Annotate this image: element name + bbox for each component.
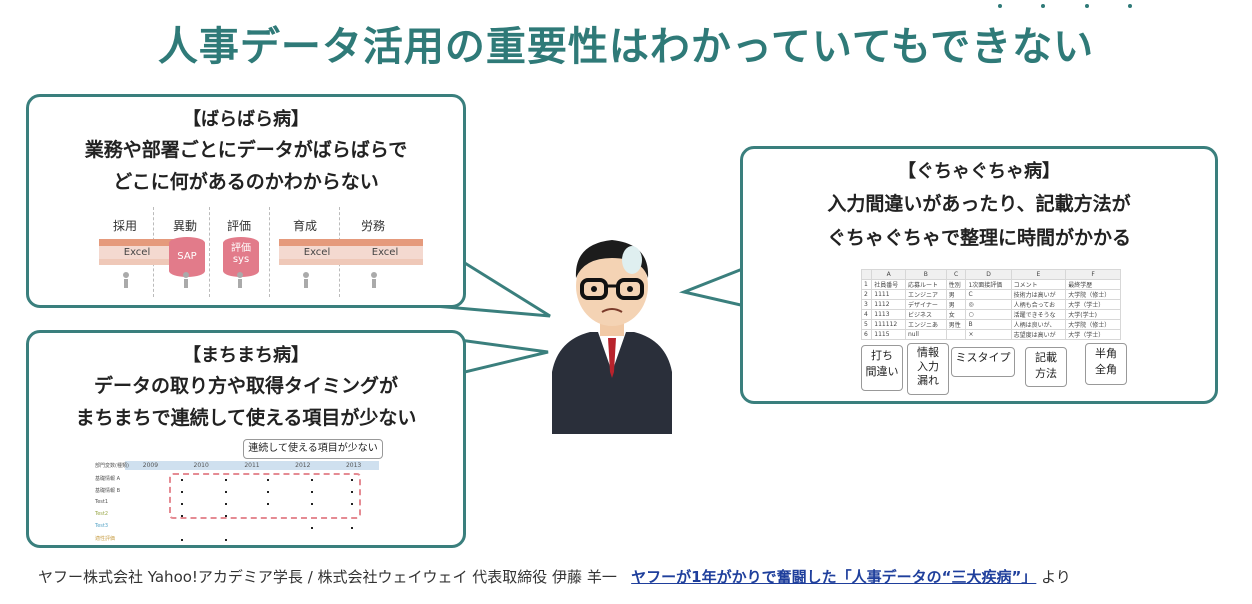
barabara-heading: 【ばらばら病】: [183, 109, 309, 130]
excel-stack: Excel: [99, 239, 175, 265]
sheet-cell: 男性: [945, 319, 967, 330]
col-transfer: 異動: [172, 219, 197, 233]
sheet-cell: デザイナー: [904, 299, 947, 310]
person-icon: [123, 272, 129, 288]
troubled-man-illustration: [552, 240, 672, 434]
sheet-cell: 1111: [871, 289, 906, 300]
sheet-cell: 男: [945, 289, 967, 300]
machimachi-bubble: 【まちまち病】 データの取り方や取得タイミングが まちまちで連続して使える項目が…: [26, 330, 466, 548]
sheet-cell: B: [904, 269, 947, 280]
sheet-cell: D: [965, 269, 1012, 280]
sheet-cell: 3: [860, 299, 873, 310]
guchagucha-heading: 【ぐちゃぐちゃ病】: [898, 161, 1060, 182]
footer-credit: ヤフー株式会社 Yahoo!アカデミア学長 / 株式会社ウェイウェイ 代表取締役…: [38, 566, 1071, 587]
col-labor: 労務: [360, 219, 385, 233]
col-recruit: 採用: [112, 219, 137, 233]
tag-typo: 打ち 間違い: [861, 345, 903, 391]
sheet-cell: コメント: [1010, 279, 1067, 290]
sheet-cell: C: [945, 269, 967, 280]
person-icon: [303, 272, 309, 288]
sheet-cell: 1113: [871, 309, 906, 320]
sheet-cell: F: [1065, 269, 1121, 280]
sheet-cell: A: [871, 269, 906, 280]
sheet-cell: 社員番号: [871, 279, 906, 290]
sheet-cell: 大学(学士): [1065, 309, 1121, 320]
tag-mistype: ミスタイプ: [951, 347, 1015, 377]
tag-notation: 記載 方法: [1025, 347, 1067, 387]
sheet-cell: ○: [965, 309, 1012, 320]
sheet-cell: エンジニア: [904, 289, 947, 300]
guchagucha-line1: 入力間違いがあったり、記載方法が: [827, 193, 1131, 215]
machimachi-heading: 【まちまち病】: [183, 345, 309, 366]
guchagucha-line2: ぐちゃぐちゃで整理に時間がかかる: [826, 227, 1131, 249]
sheet-cell: 志望度は高いが: [1010, 329, 1067, 340]
sheet-cell: 大学院（修士）: [1065, 319, 1121, 330]
person-icon: [237, 272, 243, 288]
footer-credit-text: ヤフー株式会社 Yahoo!アカデミア学長 / 株式会社ウェイウェイ 代表取締役…: [38, 568, 617, 586]
sheet-cell: 人柄も合ってお: [1010, 299, 1067, 310]
person-icon: [371, 272, 377, 288]
sheet-cell: [860, 269, 873, 280]
source-article-link[interactable]: ヤフーが1年がかりで奮闘した「人事データの“三大疾病”」: [631, 568, 1037, 586]
machimachi-line1: データの取り方や取得タイミングが: [93, 375, 398, 397]
barabara-line2: どこに何があるのかわからない: [113, 171, 379, 193]
col-training: 育成: [292, 219, 317, 233]
callout-label: 連続して使える項目が少ない: [243, 439, 383, 459]
sheet-cell: 1: [860, 279, 873, 290]
sheet-cell: 大学院（修士）: [1065, 289, 1121, 300]
sheet-cell: 5: [860, 319, 873, 330]
sheet-cell: 応募ルート: [904, 279, 947, 290]
excel-stack: Excel: [347, 239, 423, 265]
sheet-cell: B: [965, 319, 1012, 330]
sheet-cell: 最終学歴: [1065, 279, 1121, 290]
sheet-cell: 人柄は良いが、: [1010, 319, 1067, 330]
sheet-cell: エンジニあ: [904, 319, 947, 330]
sheet-cell: ×: [965, 329, 1012, 340]
sheet-cell: 技術力は高いが: [1010, 289, 1067, 300]
sheet-cell: ◎: [965, 299, 1012, 310]
sheet-cell: 大学（学士）: [1065, 329, 1121, 340]
page-title: 人事データ活用の重要性はわかっていてもできない: [157, 24, 1095, 70]
barabara-bubble: 【ばらばら病】 業務や部署ごとにデータがばらばらで どこに何があるのかわからない…: [26, 94, 466, 308]
machimachi-line2: まちまちで連続して使える項目が少ない: [75, 407, 417, 429]
emphasis-dots: [996, 4, 1136, 14]
sheet-cell: 1次面接評価: [965, 279, 1012, 290]
sheet-cell: 大学（学士）: [1065, 299, 1121, 310]
sheet-cell: 1115: [871, 329, 906, 340]
tag-missing-input: 情報 入力 漏れ: [907, 343, 949, 395]
col-evaluation: 評価: [226, 219, 251, 233]
guchagucha-bubble: 【ぐちゃぐちゃ病】 入力間違いがあったり、記載方法が ぐちゃぐちゃで整理に時間が…: [740, 146, 1218, 404]
barabara-line1: 業務や部署ごとにデータがばらばらで: [84, 139, 408, 161]
sheet-cell: 男: [945, 299, 967, 310]
sheet-cell: 6: [860, 329, 873, 340]
sheet-cell: 活躍できそうな: [1010, 309, 1067, 320]
sheet-cell: 2: [860, 289, 873, 300]
sheet-cell: 性別: [945, 279, 967, 290]
sheet-cell: 1112: [871, 299, 906, 310]
person-icon: [183, 272, 189, 288]
sheet-cell: null: [904, 329, 947, 340]
sheet-cell: E: [1010, 269, 1067, 280]
sheet-cell: [945, 329, 967, 340]
sheet-cell: ビジネス: [904, 309, 947, 320]
highlight-dashed-box: [169, 473, 361, 519]
sap-database-icon: SAP: [169, 237, 205, 277]
excel-stack: Excel: [279, 239, 355, 265]
hyoka-database-icon: 評価sys: [223, 237, 259, 277]
sheet-cell: 4: [860, 309, 873, 320]
tag-halfwidth: 半角 全角: [1085, 343, 1127, 385]
sheet-cell: 111112: [871, 319, 906, 330]
footer-suffix: より: [1041, 568, 1071, 586]
sheet-cell: 女: [945, 309, 967, 320]
sheet-cell: C: [965, 289, 1012, 300]
